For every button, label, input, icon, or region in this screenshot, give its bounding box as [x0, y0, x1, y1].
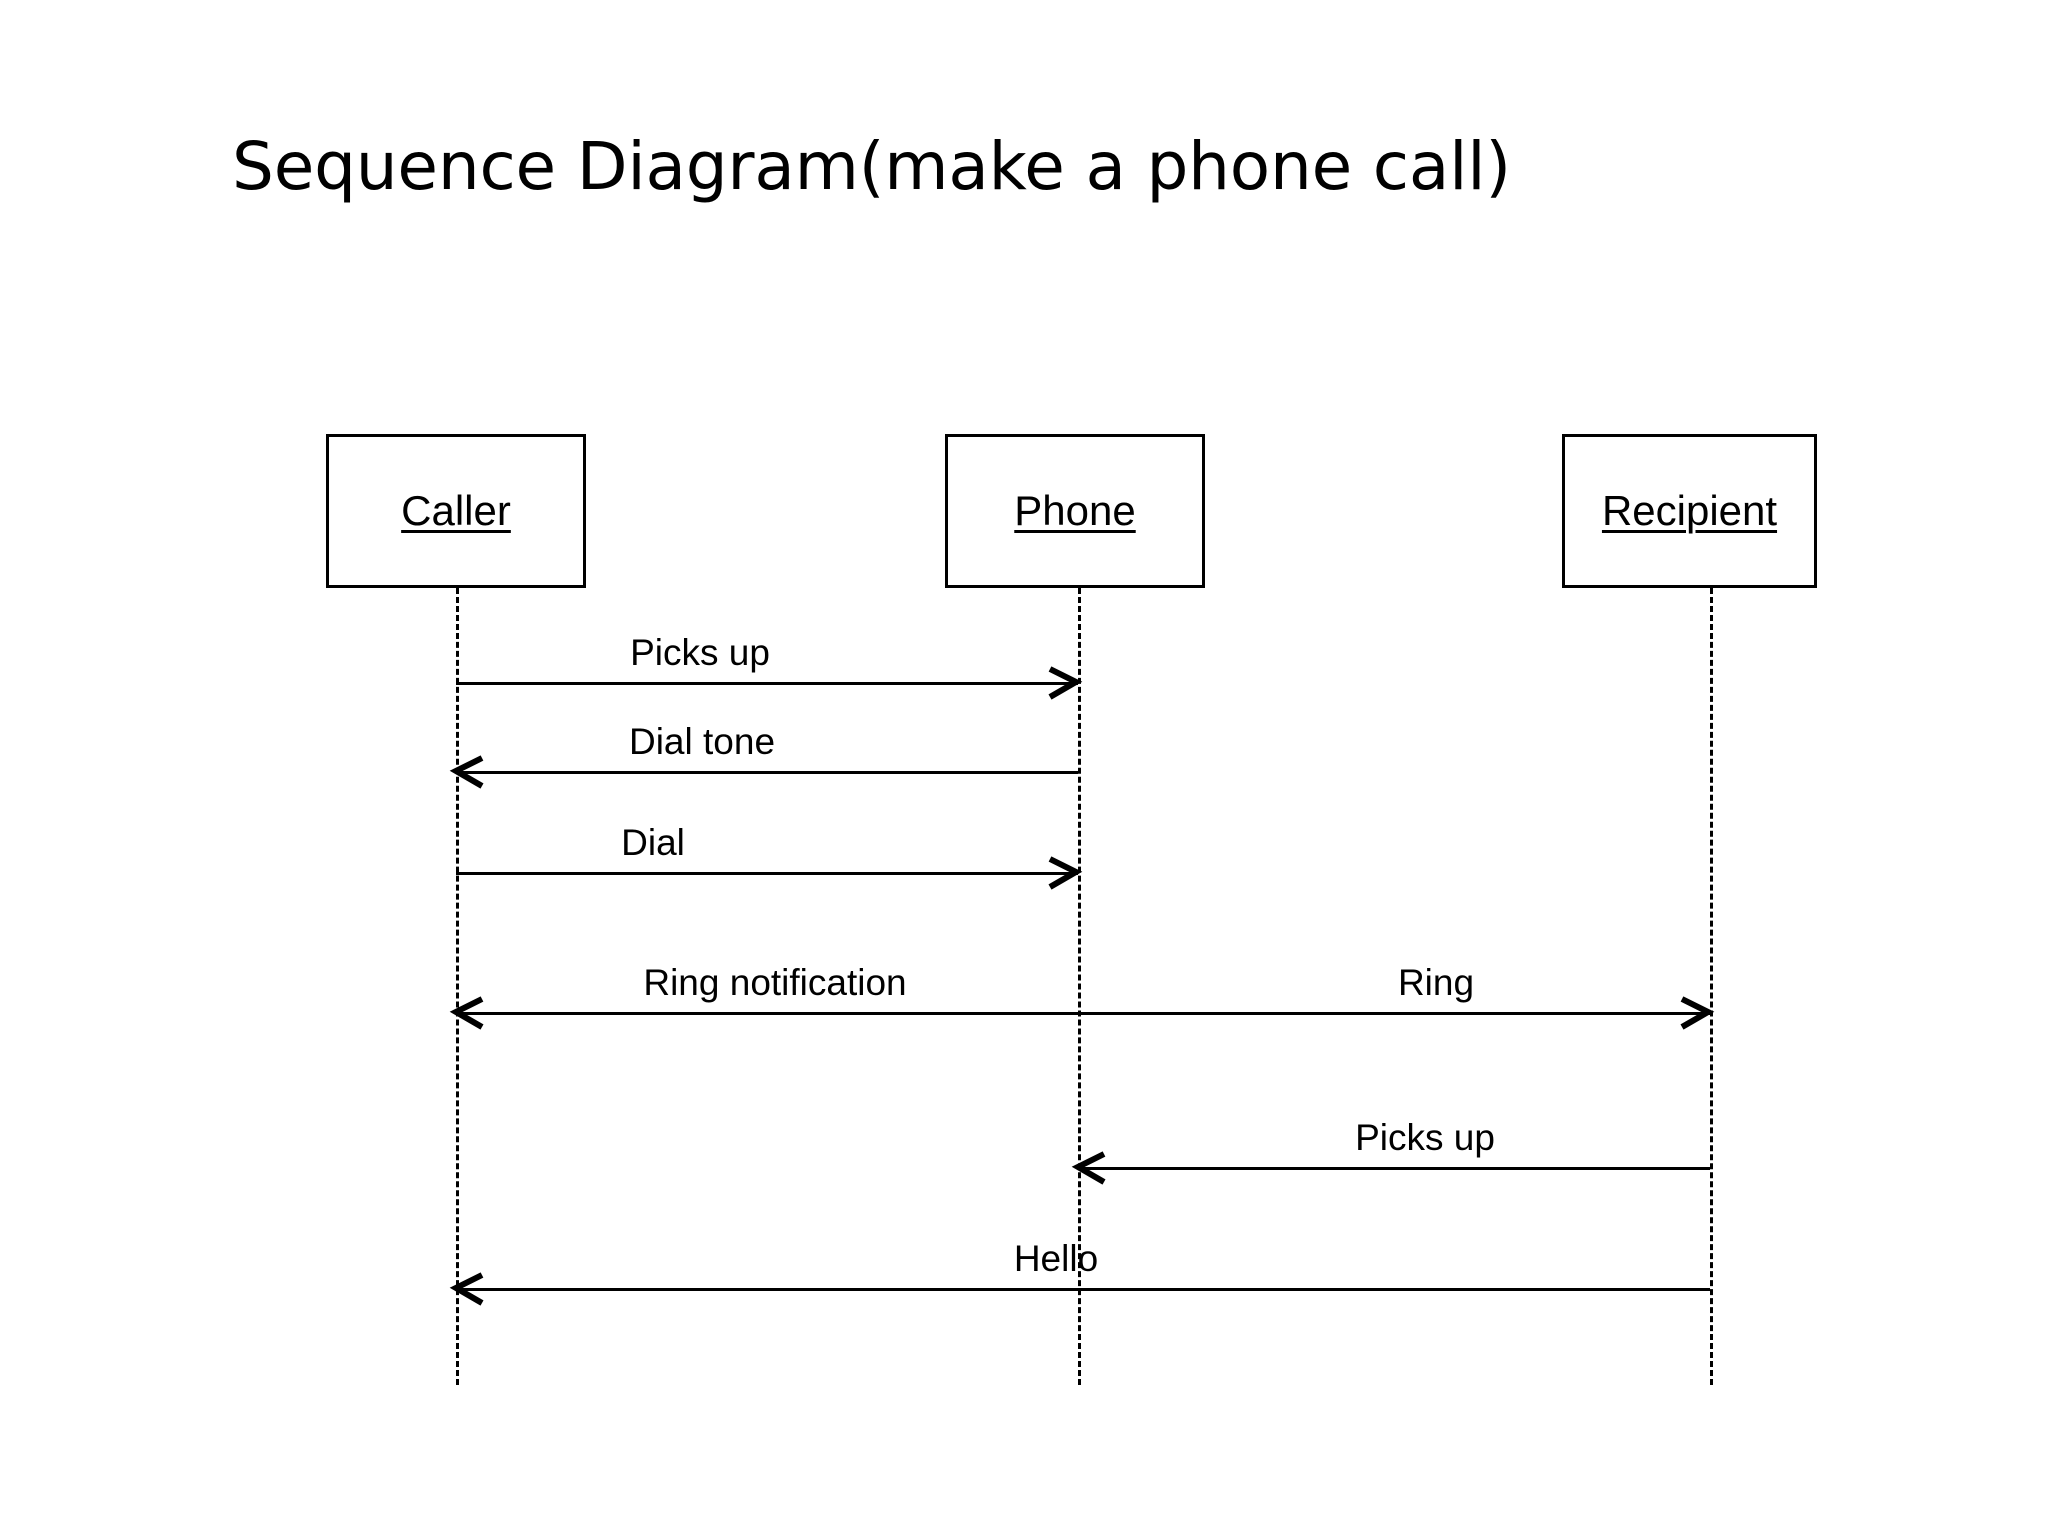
arrowhead-left-hello	[449, 1272, 484, 1306]
message-label-ring-notification: Ring notification	[643, 962, 907, 1003]
message-label-picks-up-2: Picks up	[1355, 1117, 1495, 1158]
participant-label-phone: Phone	[1014, 487, 1136, 534]
arrowhead-left-picks-up-2	[1071, 1151, 1106, 1185]
arrowhead-right-ring	[1678, 996, 1715, 1030]
arrowhead-right-dial	[1046, 856, 1083, 890]
participant-label-recipient: Recipient	[1601, 487, 1778, 534]
arrowhead-right-picks-up-1	[1046, 666, 1083, 700]
message-label-dial: Dial	[621, 822, 685, 863]
page-title: Sequence Diagram(make a phone call)	[232, 128, 1511, 205]
message-line-dial-tone	[456, 771, 1078, 774]
participant-box-recipient[interactable]: Recipient	[1562, 434, 1817, 588]
lifeline-phone	[1078, 588, 1081, 1385]
message-label-ring: Ring	[1397, 962, 1475, 1003]
message-line-dial	[456, 872, 1078, 875]
message-label-hello: Hello	[1013, 1238, 1099, 1279]
participant-box-caller[interactable]: Caller	[326, 434, 586, 588]
message-line-picks-up-2	[1078, 1167, 1710, 1170]
message-label-picks-up-1: Picks up	[630, 632, 770, 673]
message-line-picks-up-1	[456, 682, 1078, 685]
lifeline-recipient	[1710, 588, 1713, 1385]
arrowhead-left-ring-notification	[449, 996, 484, 1030]
participant-label-caller: Caller	[401, 487, 511, 534]
message-line-hello	[456, 1288, 1710, 1291]
message-line-ring	[456, 1012, 1710, 1015]
arrowhead-left-dial-tone	[449, 755, 484, 789]
message-label-dial-tone: Dial tone	[628, 721, 776, 762]
participant-box-phone[interactable]: Phone	[945, 434, 1205, 588]
lifeline-caller	[456, 588, 459, 1385]
